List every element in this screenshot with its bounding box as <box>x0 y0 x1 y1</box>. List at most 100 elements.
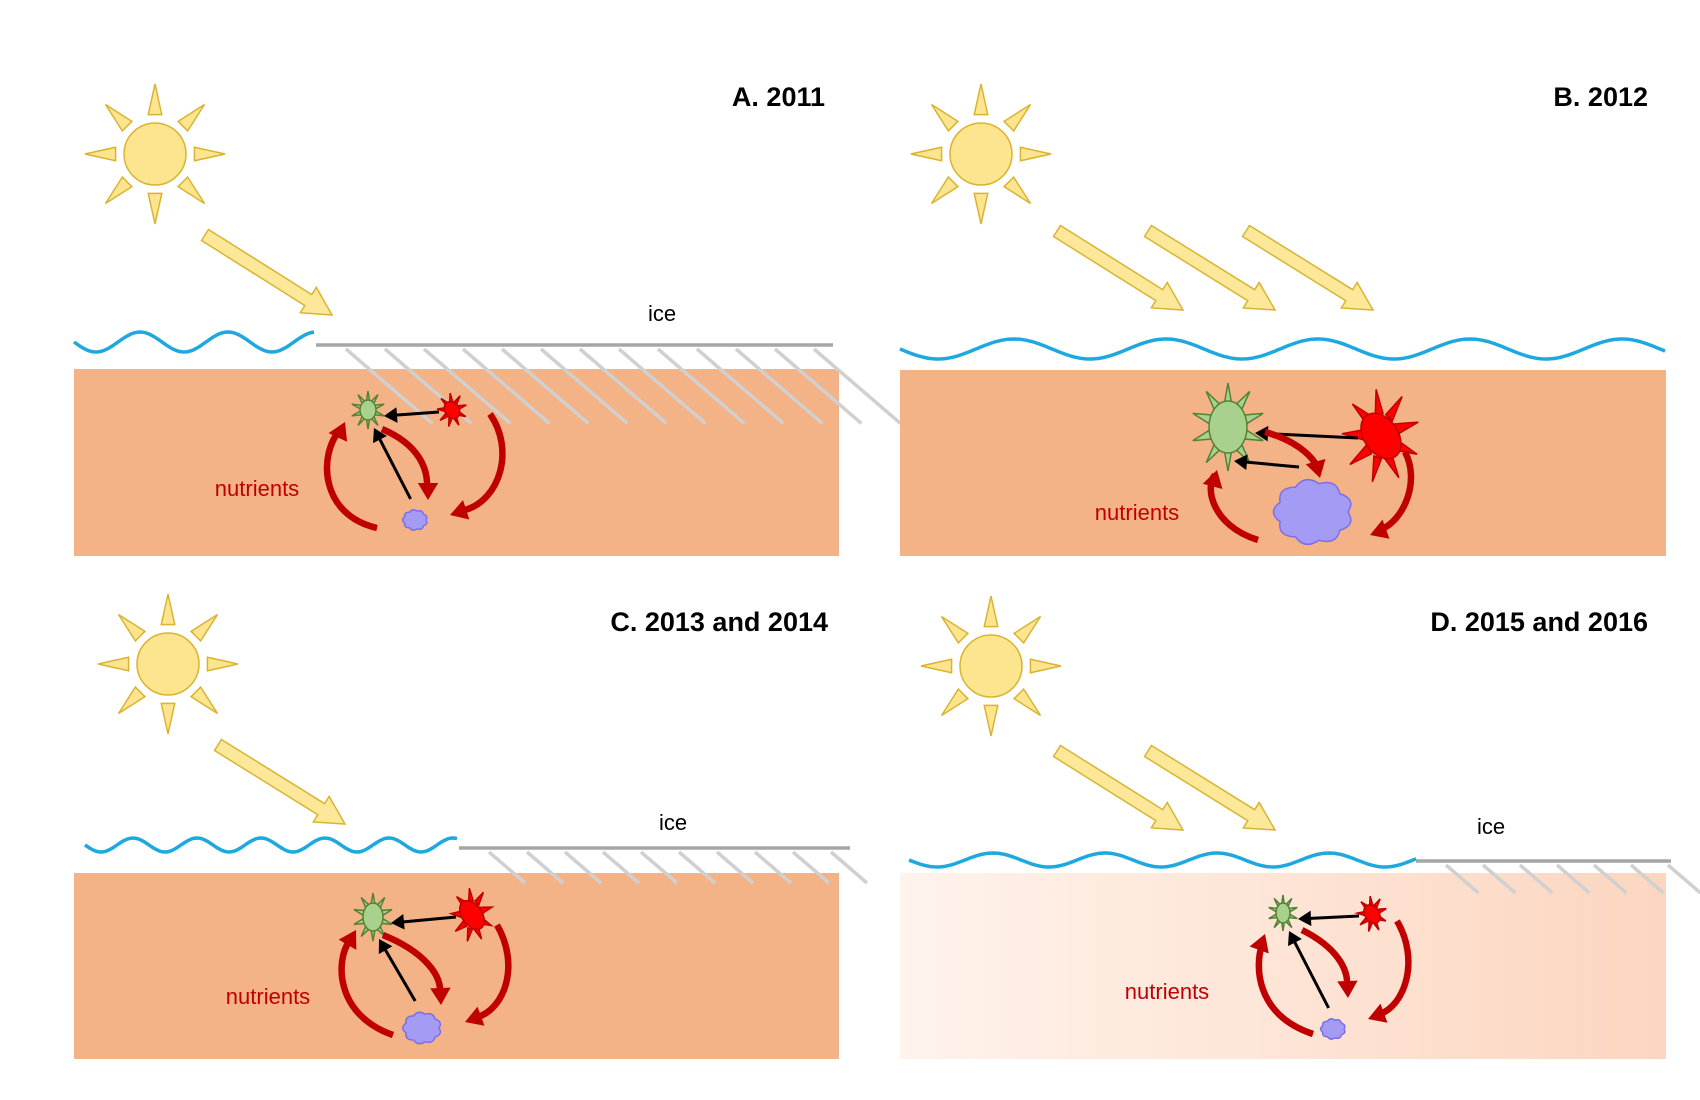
ice-hatch-line <box>601 850 641 885</box>
panel-c-ice-sheet <box>459 846 869 885</box>
panel-c-red-to-green-arrow-head <box>391 914 405 930</box>
panel-a-green-to-blob-arrow-head <box>417 483 439 500</box>
panel-c-nutrients-cycle-arrow-left <box>338 938 395 1039</box>
panel-a-nutrients-cycle-arrow-left-head <box>328 422 348 442</box>
panel-c-red-cell-cycle-arrow-right <box>476 923 512 1021</box>
panel-b-sunlight-arrow-1 <box>1052 224 1185 311</box>
sun-ray-triangle <box>117 613 147 643</box>
cell-body <box>359 399 377 421</box>
sun-ray-triangle <box>206 656 239 672</box>
ice-hatch-line <box>1555 863 1591 895</box>
ice-hatch-line <box>695 347 785 425</box>
sun-ray-triangle <box>940 687 970 717</box>
ice-hatch-line <box>1666 863 1700 895</box>
ice-hatch-line <box>500 347 590 425</box>
sun-ray-triangle <box>920 658 953 674</box>
panel-a-ice-sheet <box>316 343 902 425</box>
panel-b-blob-to-green-arrow <box>1243 460 1300 469</box>
sun-ray-triangle <box>176 103 206 133</box>
ice-hatch-line <box>487 850 527 885</box>
ice-hatch-line <box>1629 863 1665 895</box>
panel-d-ice-label: ice <box>1477 814 1505 839</box>
panel-c-blob-to-green-arrow-head <box>378 939 393 955</box>
panel-c-nutrients-cycle-arrow-left-head <box>338 930 357 950</box>
blob-body <box>1272 478 1352 546</box>
sun-ray-triangle <box>104 103 134 133</box>
cell-body <box>458 899 486 931</box>
sun-ray-triangle <box>930 103 960 133</box>
panel-a-purple-bacteria-cluster-icon <box>401 509 428 531</box>
sun-ray-triangle <box>973 83 989 116</box>
panel-c-green-phytoplankton-cell-icon <box>353 892 393 942</box>
ice-hatch-line <box>1444 863 1480 895</box>
sun-ray-triangle <box>97 656 130 672</box>
panel-a-ocean-layer <box>74 369 839 556</box>
panel-c-red-to-green-arrow <box>400 915 457 924</box>
sun-ray-triangle <box>147 83 163 116</box>
ice-hatch-line <box>656 347 746 425</box>
panel-b-sun-icon <box>910 83 1052 225</box>
cell-body <box>362 902 384 932</box>
panel-d-purple-bacteria-cluster-icon <box>1319 1018 1346 1040</box>
cell-body <box>1363 904 1381 924</box>
panel-a-nutrients-label: nutrients <box>215 476 299 501</box>
panel-d-water-surface-wave <box>908 851 1417 869</box>
ice-hatch-line <box>1518 863 1554 895</box>
panel-d-nutrients-cycle-arrow-left <box>1255 943 1315 1038</box>
sun-ray-triangle <box>104 175 134 205</box>
ice-hatch-line <box>1592 863 1628 895</box>
sun-ray-triangle <box>147 192 163 225</box>
sun-disc <box>959 634 1023 698</box>
sun-disc <box>949 122 1013 186</box>
ice-hatch-line <box>525 850 565 885</box>
panel-d-green-to-blob-arrow <box>1300 927 1351 986</box>
panel-d-green-to-blob-arrow-head <box>1337 980 1358 998</box>
sun-ray-triangle <box>983 704 999 737</box>
cell-spike <box>473 891 485 907</box>
ice-hatch-line <box>829 850 869 885</box>
panel-d-nutrients-label: nutrients <box>1125 979 1209 1004</box>
panel-d-red-cell-cycle-arrow-right <box>1378 919 1412 1018</box>
ice-hatch-line <box>1481 863 1517 895</box>
panel-c-green-to-blob-arrow-head <box>430 987 451 1005</box>
panel-a-red-grazer-cell-icon <box>436 392 467 427</box>
cell-body <box>1360 412 1402 460</box>
panel-b-title: B. 2012 <box>1553 82 1648 112</box>
sun-ray-triangle <box>193 146 226 162</box>
cell-spike <box>466 926 474 942</box>
panel-d-sunlight-arrow-2 <box>1143 744 1277 831</box>
sun-ray-triangle <box>189 685 219 715</box>
sun-ray-triangle <box>930 175 960 205</box>
panel-b-green-phytoplankton-cell-icon <box>1192 382 1264 472</box>
panel-a-sunlight-arrow <box>200 228 334 316</box>
ice-hatch-line <box>677 850 717 885</box>
sun-ray-triangle <box>160 593 176 626</box>
sun-ray-triangle <box>176 175 206 205</box>
panel-b-green-to-blob-arrow-head <box>1305 458 1326 478</box>
panel-b-green-to-blob-arrow <box>1264 428 1318 465</box>
ice-hatch-line <box>422 347 512 425</box>
panel-a-nutrients-cycle-arrow-left <box>323 427 378 532</box>
sun-ray-triangle <box>973 192 989 225</box>
cell-body <box>1208 400 1248 454</box>
sun-ray-triangle <box>1012 615 1042 645</box>
panel-c-blob-to-green-arrow <box>382 946 417 1002</box>
panel-d-title: D. 2015 and 2016 <box>1430 607 1648 637</box>
panel-b-red-grazer-cell-icon <box>1341 389 1419 483</box>
cell-body <box>443 400 461 420</box>
panel-a-green-phytoplankton-cell-icon <box>351 390 385 430</box>
panel-b-blob-to-green-arrow-head <box>1234 454 1248 470</box>
panel-b-red-to-green-arrow-head <box>1255 425 1269 442</box>
panel-d-sun-icon <box>920 595 1062 737</box>
sun-ray-triangle <box>910 146 943 162</box>
panel-b-nutrients-cycle-arrow-left-head <box>1202 470 1223 490</box>
panel-d-green-phytoplankton-cell-icon <box>1268 894 1298 932</box>
sun-ray-triangle <box>84 146 117 162</box>
panel-c-nutrients-label: nutrients <box>226 984 310 1009</box>
panel-a-water-surface-wave <box>72 330 315 354</box>
panel-d-ice-sheet <box>1416 859 1700 895</box>
ice-hatch-line <box>461 347 551 425</box>
sun-ray-triangle <box>117 685 147 715</box>
panel-c-red-cell-cycle-arrow-right-head <box>465 1006 485 1026</box>
panel-a-sun-icon <box>84 83 226 225</box>
